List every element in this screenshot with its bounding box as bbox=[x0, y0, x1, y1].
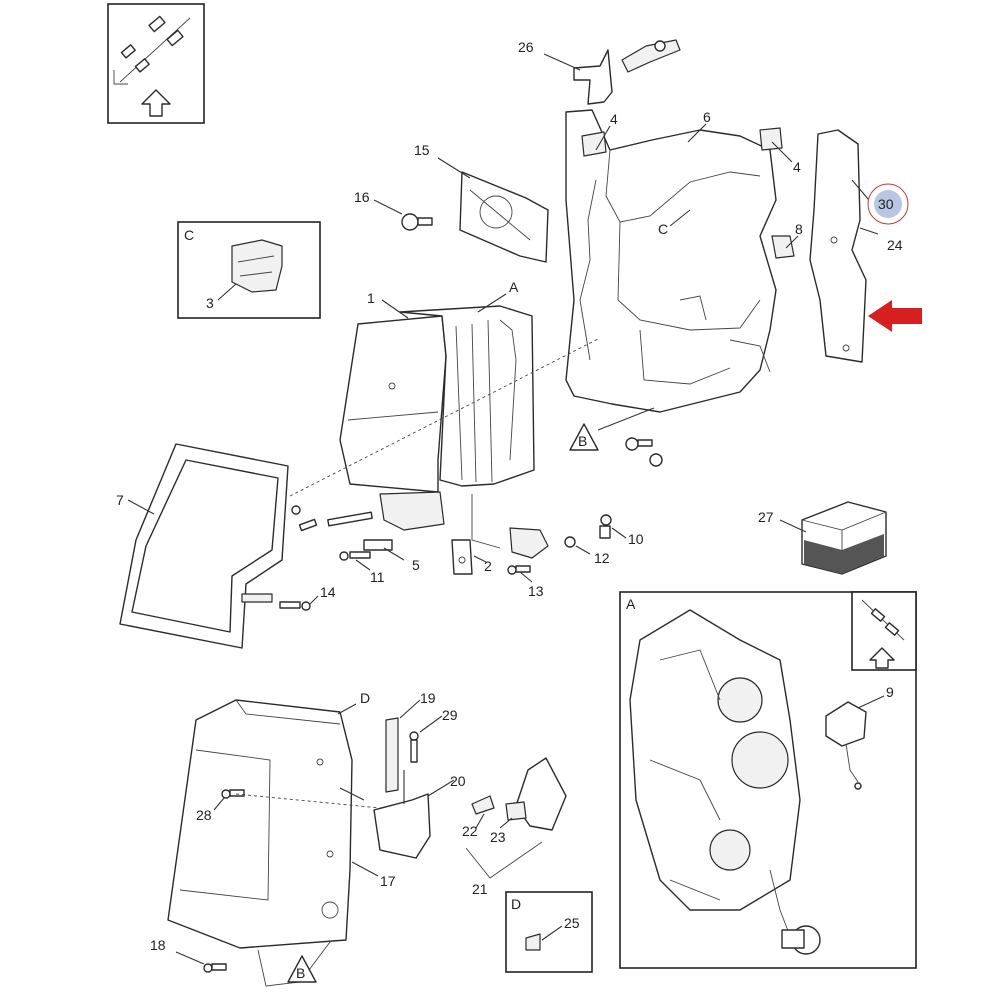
callout-20-left-group bbox=[339, 787, 365, 801]
zone-letter-c-main: C bbox=[658, 221, 668, 237]
callout-18: 18 bbox=[150, 937, 166, 953]
callout-24: 24 bbox=[887, 237, 903, 253]
callout-3: 3 bbox=[206, 295, 214, 311]
callout-26: 26 bbox=[518, 39, 534, 55]
callout-28: 28 bbox=[196, 807, 212, 823]
inset-d: D 25 bbox=[505, 891, 593, 973]
highlight-dot bbox=[874, 190, 902, 218]
callout-19: 19 bbox=[420, 690, 436, 706]
callout-22: 22 bbox=[462, 823, 478, 839]
callout-15: 15 bbox=[414, 142, 430, 158]
fasteners-left: 5 11 14 bbox=[279, 505, 420, 611]
zone-letter-b-bottom: B bbox=[296, 965, 305, 981]
inset-a: A 9 bbox=[619, 591, 917, 969]
callout-29: 29 bbox=[442, 707, 458, 723]
inset-c: C 3 bbox=[177, 221, 321, 319]
callout-23: 23 bbox=[490, 829, 506, 845]
callout-1: 1 bbox=[367, 290, 375, 306]
callout-12: 12 bbox=[594, 550, 610, 566]
zone-letter-d-main: D bbox=[360, 690, 370, 706]
part-6-housing: 4 4 6 C 8 bbox=[565, 109, 803, 413]
callout-5: 5 bbox=[412, 557, 420, 573]
callout-4-right: 4 bbox=[793, 159, 801, 175]
zone-letter-c-inset: C bbox=[184, 227, 194, 243]
parts-19-20-29: 19 29 20 22 23 21 bbox=[373, 690, 567, 897]
callout-20-right: 20 bbox=[450, 773, 466, 789]
callout-27: 27 bbox=[758, 509, 774, 525]
part-26-bracket: 26 bbox=[518, 39, 681, 105]
callout-30: 30 bbox=[878, 196, 894, 212]
part-15-plate: 15 bbox=[414, 142, 549, 263]
callout-2: 2 bbox=[484, 558, 492, 574]
part-1-headlamp: 1 A bbox=[289, 279, 601, 531]
zone-letter-a-main: A bbox=[509, 279, 519, 295]
zone-letter-b-upper: B bbox=[578, 433, 587, 449]
side-plate: 24 30 bbox=[809, 129, 922, 363]
orientation-arrow-icon bbox=[141, 89, 171, 117]
callout-13: 13 bbox=[528, 583, 544, 599]
connector-parts: 2 10 12 13 bbox=[451, 494, 644, 599]
orientation-box-top-left bbox=[107, 3, 205, 124]
callout-21: 21 bbox=[472, 881, 488, 897]
callout-4-left: 4 bbox=[610, 111, 618, 127]
marker-b-upper: B bbox=[569, 407, 663, 467]
part-16-screw: 16 bbox=[354, 189, 433, 231]
part-27-box: 27 bbox=[758, 501, 887, 575]
callout-8: 8 bbox=[795, 221, 803, 237]
zone-letter-d-inset: D bbox=[511, 896, 521, 912]
part-17-corner: D 17 28 18 B bbox=[150, 690, 396, 987]
callout-10: 10 bbox=[628, 531, 644, 547]
callout-16: 16 bbox=[354, 189, 370, 205]
callout-9: 9 bbox=[886, 684, 894, 700]
callout-25: 25 bbox=[564, 915, 580, 931]
zone-letter-a-inset: A bbox=[626, 596, 636, 612]
callout-17: 17 bbox=[380, 873, 396, 889]
callout-11: 11 bbox=[370, 569, 385, 585]
callout-7: 7 bbox=[116, 492, 124, 508]
callout-14: 14 bbox=[320, 584, 336, 600]
part-7-bezel: 7 bbox=[116, 443, 289, 649]
callout-6: 6 bbox=[703, 109, 711, 125]
red-pointer-arrow-icon bbox=[868, 300, 922, 332]
